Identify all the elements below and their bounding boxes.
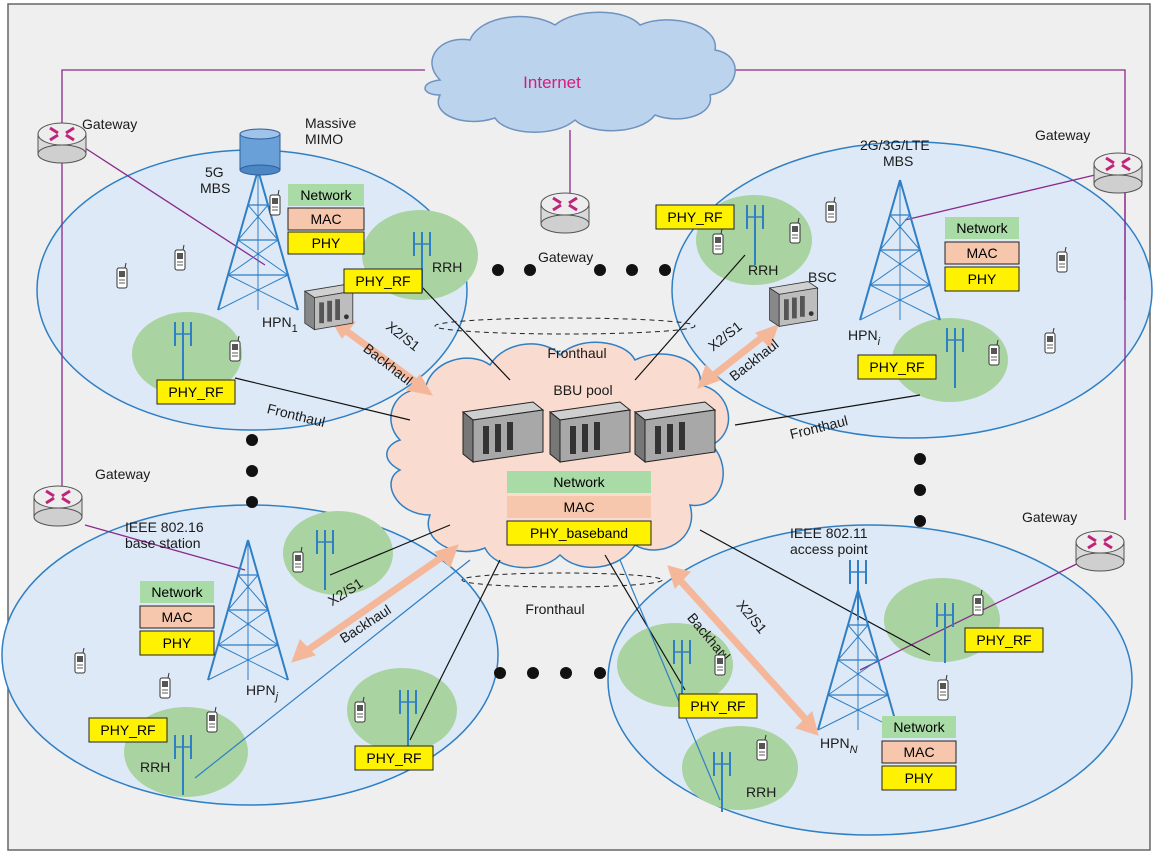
hpn1-label: HPN1 xyxy=(262,314,298,335)
fronthaul-label-bottom: Fronthaul xyxy=(525,601,584,617)
stack-80216: Network MAC PHY xyxy=(139,581,215,656)
gateway-router-icon xyxy=(1092,151,1144,195)
stack-network-label: Network xyxy=(151,584,203,600)
mbs5g-label-1: 5G xyxy=(205,164,224,180)
phy-rf-label: PHY_RF xyxy=(690,698,745,714)
fronthaul-label-top: Fronthaul xyxy=(547,345,606,361)
stack-mac-label: MAC xyxy=(966,245,997,261)
bbu-mac-layer xyxy=(507,496,651,518)
mbs5g-label-2: MBS xyxy=(200,180,230,196)
hpni-label: HPNi xyxy=(848,327,881,348)
stack-lte: Network MAC PHY xyxy=(944,217,1020,292)
stack-phy-label: PHY xyxy=(968,271,997,287)
stack-network-label: Network xyxy=(893,719,945,735)
rrh-zone xyxy=(682,726,798,810)
hpnj-label: HPNj xyxy=(246,682,279,703)
bbu-network-label: Network xyxy=(553,474,605,490)
stack-phy-label: PHY xyxy=(312,235,341,251)
rrh-label-4: RRH xyxy=(746,784,776,800)
internet-links xyxy=(61,69,1126,671)
cell-lte xyxy=(671,141,1153,439)
bbu-pool-label: BBU pool xyxy=(553,382,612,398)
fronthaul-blue-links xyxy=(194,559,721,801)
phy-rf-label: PHY_RF xyxy=(976,632,1031,648)
bbu-server-icon xyxy=(548,401,632,464)
mbslte-label-2: MBS xyxy=(883,153,913,169)
gateway-router-icon xyxy=(539,191,591,235)
internet-cloud xyxy=(424,11,736,133)
rrh-zone xyxy=(132,312,242,396)
rrh-label-1: RRH xyxy=(432,259,462,275)
massive-label-1: Massive xyxy=(305,115,357,131)
stack-80211: Network MAC PHY xyxy=(881,716,957,791)
ieee80211-label-2: access point xyxy=(790,541,868,557)
massive-label-2: MIMO xyxy=(305,131,343,147)
bbu-phy-baseband-label: PHY_baseband xyxy=(530,525,628,541)
phy-rf-label: PHY_RF xyxy=(355,273,410,289)
stack-phy-label: PHY xyxy=(905,770,934,786)
gateway-label-tr: Gateway xyxy=(1035,127,1090,143)
ellipsis-dots xyxy=(246,264,926,679)
stack-mac-label: MAC xyxy=(161,609,192,625)
phy-rf-label: PHY_RF xyxy=(100,722,155,738)
hpnn-label: HPNN xyxy=(820,735,858,756)
gateway-router-icon xyxy=(32,484,84,528)
rrh-label-2: RRH xyxy=(748,262,778,278)
bsc-server-icon xyxy=(769,281,819,327)
rrh-label-3: RRH xyxy=(140,759,170,775)
rrh-zone xyxy=(347,668,457,752)
bbu-server-icon xyxy=(461,401,545,464)
fronthaul-links xyxy=(234,254,931,741)
stack-mac-label: MAC xyxy=(903,744,934,760)
internet-label: Internet xyxy=(523,73,581,92)
bbu-mac-label: MAC xyxy=(563,499,594,515)
rrh-zone xyxy=(892,318,1008,402)
ieee80216-label-2: base station xyxy=(125,535,201,551)
stack-mac-label: MAC xyxy=(310,211,341,227)
bbu-phy-layer xyxy=(506,520,652,546)
gateway-label-br: Gateway xyxy=(1022,509,1077,525)
phy-rf-boxes: PHY_RF PHY_RF PHY_RF PHY_RF PHY_RF PHY_R… xyxy=(88,204,1044,771)
gateway-label-tl: Gateway xyxy=(82,116,137,132)
stack-5g: Network MAC PHY xyxy=(287,184,365,255)
fronthaul-ring xyxy=(461,572,663,588)
bbu-network-layer xyxy=(507,471,651,493)
rrh-zone xyxy=(617,623,733,707)
ieee80216-label-1: IEEE 802.16 xyxy=(125,519,204,535)
massive-mimo-icon xyxy=(239,128,281,176)
ieee80211-label-1: IEEE 802.11 xyxy=(790,525,868,541)
phy-rf-label: PHY_RF xyxy=(869,359,924,375)
stack-network-label: Network xyxy=(956,220,1008,236)
phy-rf-label: PHY_RF xyxy=(667,209,722,225)
bbu-server-icon xyxy=(633,401,717,464)
fronthaul-ring xyxy=(434,317,696,335)
gateway-label-bl: Gateway xyxy=(95,466,150,482)
stack-network-label: Network xyxy=(300,187,352,203)
mbslte-label-1: 2G/3G/LTE xyxy=(860,137,930,153)
gateway-router-icon xyxy=(1074,529,1126,573)
phy-rf-label: PHY_RF xyxy=(366,750,421,766)
stack-phy-label: PHY xyxy=(163,635,192,651)
bsc-label: BSC xyxy=(808,269,837,285)
gateway-label-center: Gateway xyxy=(538,249,593,265)
phy-rf-label: PHY_RF xyxy=(168,384,223,400)
rrh-zone xyxy=(283,511,393,595)
gateway-router-icon xyxy=(36,121,88,165)
